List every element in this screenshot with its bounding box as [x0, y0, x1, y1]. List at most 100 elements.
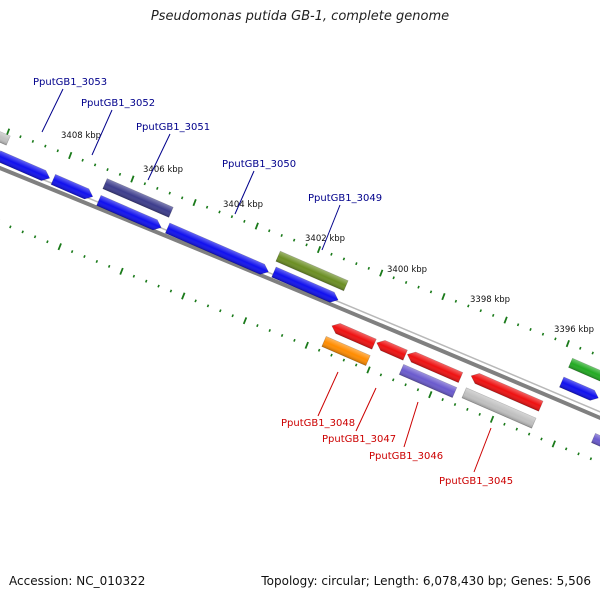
gene-label-reverse[interactable]: PputGB1_3048 — [281, 418, 355, 429]
tick-mark-outer — [529, 327, 532, 331]
tick-mark-inner — [515, 427, 518, 431]
tick-mark-outer — [479, 309, 482, 313]
tick-label: 3402 kbp — [305, 234, 345, 244]
tick-mark-outer — [516, 323, 520, 327]
tick-label: 3398 kbp — [470, 295, 510, 305]
gene-label-reverse[interactable]: PputGB1_3047 — [322, 434, 396, 445]
gene-block-reverse[interactable] — [321, 335, 371, 367]
tick-mark-inner — [144, 279, 148, 283]
tick-mark-outer — [268, 229, 271, 233]
tick-mark-inner — [540, 437, 543, 441]
tick-mark-outer — [367, 266, 370, 270]
gene-label-forward[interactable]: PputGB1_3050 — [222, 159, 296, 170]
gene-block-forward[interactable] — [0, 128, 11, 146]
tick-mark-inner — [342, 358, 346, 362]
tick-mark-outer — [429, 290, 433, 294]
tick-mark-outer — [205, 205, 209, 209]
gene-arrow-reverse[interactable] — [469, 371, 544, 412]
gene-arrow-reverse[interactable] — [375, 338, 408, 361]
label-leader-line — [473, 427, 492, 473]
tick-mark-inner — [577, 452, 580, 456]
label-leader-line — [41, 88, 64, 133]
gene-arrow-forward[interactable] — [164, 222, 270, 277]
gene-label-forward[interactable]: PputGB1_3051 — [136, 122, 210, 133]
tick-mark-inner — [157, 284, 160, 288]
tick-mark-inner — [242, 317, 248, 325]
tick-mark-outer — [44, 144, 47, 148]
tick-mark-inner — [231, 314, 234, 318]
gene-track — [0, 128, 600, 447]
tick-mark-outer — [254, 222, 259, 230]
tick-mark-outer — [554, 337, 557, 341]
tick-mark-outer — [168, 191, 171, 195]
tick-mark-outer — [118, 172, 122, 176]
gene-labels: PputGB1_3053PputGB1_3052PputGB1_3051Pput… — [33, 77, 513, 487]
gene-label-reverse[interactable]: PputGB1_3046 — [369, 451, 443, 462]
tick-label: 3400 kbp — [387, 265, 427, 275]
tick-mark-outer — [143, 182, 147, 186]
gene-block-forward[interactable] — [102, 178, 174, 218]
tick-mark-inner — [551, 440, 556, 448]
tick-mark-inner — [119, 267, 124, 275]
gene-label-forward[interactable]: PputGB1_3049 — [308, 193, 382, 204]
tick-mark-inner — [46, 240, 49, 244]
tick-mark-inner — [9, 225, 12, 229]
gene-block-forward[interactable] — [275, 250, 349, 292]
gene-block-reverse[interactable] — [398, 363, 458, 399]
tick-mark-outer — [305, 243, 308, 247]
gene-arrow-forward[interactable] — [271, 266, 341, 305]
tick-mark-outer — [130, 175, 135, 183]
tick-mark-outer — [379, 269, 384, 277]
tick-mark-inner — [107, 264, 111, 268]
label-leader-line — [147, 133, 171, 181]
tick-mark-inner — [330, 353, 333, 357]
tick-label: 3396 kbp — [554, 325, 594, 335]
tick-mark-outer — [5, 128, 11, 136]
backbone-strand-outer — [0, 165, 600, 421]
tick-mark-outer — [106, 168, 109, 172]
gene-block-reverse[interactable] — [591, 433, 600, 447]
tick-mark-outer — [565, 340, 570, 348]
tick-mark-inner — [466, 407, 469, 411]
tick-mark-inner — [317, 348, 321, 352]
gene-arrow-forward[interactable] — [0, 150, 52, 183]
tick-label: 3406 kbp — [143, 165, 183, 175]
gene-arrow-forward[interactable] — [559, 376, 600, 403]
tick-mark-inner — [304, 341, 309, 349]
tick-mark-inner — [404, 383, 407, 387]
tick-mark-outer — [441, 292, 446, 301]
tick-mark-outer — [342, 257, 346, 261]
tick-mark-outer — [579, 346, 582, 350]
tick-mark-outer — [68, 151, 73, 160]
tick-mark-outer — [454, 299, 458, 303]
backbone — [0, 161, 600, 421]
gene-label-forward[interactable]: PputGB1_3053 — [33, 77, 107, 88]
tick-mark-inner — [256, 324, 259, 328]
tick-mark-outer — [467, 304, 470, 308]
tick-mark-outer — [392, 276, 395, 280]
tick-mark-outer — [503, 316, 508, 324]
tick-mark-outer — [81, 158, 84, 162]
tick-mark-inner — [354, 363, 358, 367]
gene-arrow-forward[interactable] — [96, 195, 164, 232]
gene-block-reverse[interactable] — [461, 387, 537, 429]
gene-arrow-forward[interactable] — [50, 173, 95, 201]
tick-mark-inner — [366, 366, 371, 374]
label-leader-line — [91, 109, 113, 156]
label-leader-line — [234, 170, 255, 215]
tick-mark-inner — [589, 457, 593, 461]
gene-label-reverse[interactable]: PputGB1_3045 — [439, 476, 513, 487]
gene-arrow-reverse[interactable] — [405, 349, 464, 384]
tick-mark-outer — [541, 332, 545, 336]
gene-label-forward[interactable]: PputGB1_3052 — [81, 98, 155, 109]
gene-block-forward[interactable] — [568, 357, 600, 383]
tick-mark-inner — [478, 412, 481, 416]
gene-arrow-reverse[interactable] — [330, 321, 377, 350]
tick-mark-inner — [194, 299, 197, 303]
map-title: Pseudomonas putida GB-1, complete genome — [150, 9, 450, 24]
accession-text: Accession: NC_010322 — [9, 574, 146, 588]
tick-mark-outer — [280, 233, 283, 237]
tick-mark-outer — [292, 238, 296, 242]
